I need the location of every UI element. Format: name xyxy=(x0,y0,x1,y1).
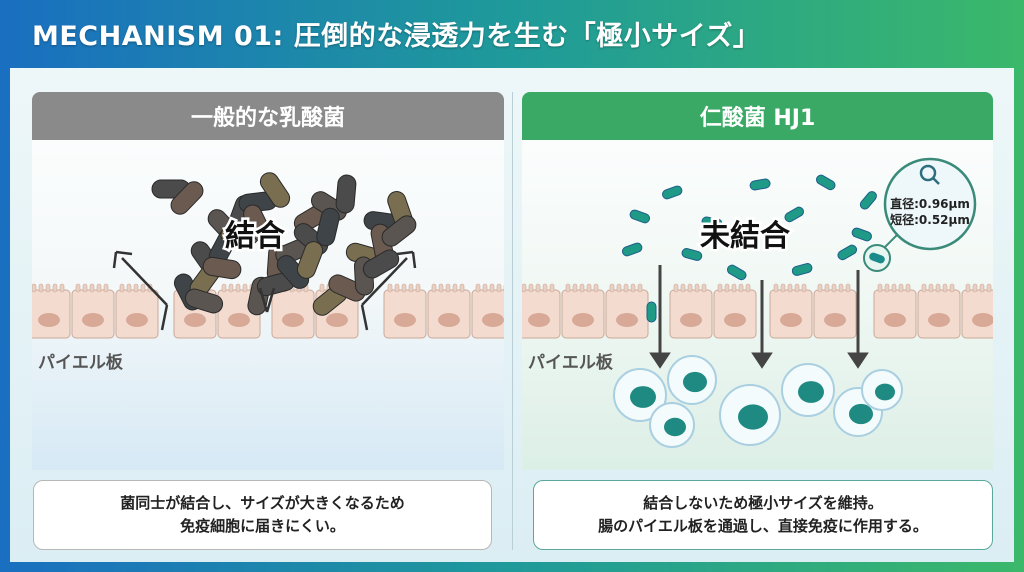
immune-cell xyxy=(613,368,667,422)
right-illustration: 未結合 パイエル板 直径:0.96μm 短径:0.52μm xyxy=(517,157,1005,448)
bacterium xyxy=(335,174,357,214)
caption-line: 免疫細胞に届きにくい。 xyxy=(180,517,345,535)
immune-cell xyxy=(781,363,835,417)
caption-line: 腸のパイエル板を通過し、直接免疫に作用する。 xyxy=(598,517,928,535)
bacterium xyxy=(791,263,813,276)
epithelial-cell xyxy=(873,283,917,339)
pass-arrows xyxy=(649,265,869,369)
right-panel-header: 仁酸菌 HJ1 xyxy=(522,92,993,140)
bacterium xyxy=(726,264,747,281)
major-axis-size: 直径:0.96μm xyxy=(890,196,970,211)
page-title: MECHANISM 01: 圧倒的な浸透力を生む「極小サイズ」 xyxy=(32,21,761,52)
caption-line: 菌同士が結合し、サイズが大きくなるため xyxy=(120,493,405,512)
epithelial-cell xyxy=(769,283,813,339)
bacteria-scattered xyxy=(622,174,877,323)
peyers-patch-label: パイエル板 xyxy=(38,352,124,373)
immune-cell xyxy=(667,355,717,405)
unbound-label: 未結合 xyxy=(700,219,790,254)
left-panel-header: 一般的な乳酸菌 xyxy=(32,92,504,140)
peyers-patch-label: パイエル板 xyxy=(528,352,614,373)
bacterium xyxy=(701,216,723,229)
epithelial-cell xyxy=(471,283,515,339)
bound-label: 結合 xyxy=(225,219,285,254)
bacterium xyxy=(184,288,224,314)
bacterium xyxy=(851,227,872,242)
bacterium xyxy=(202,256,242,280)
bacteria-cluster xyxy=(151,172,417,316)
epithelial-cell xyxy=(517,283,561,339)
epithelial-cell xyxy=(27,283,71,339)
immune-cells xyxy=(613,355,903,448)
magnifier-icon xyxy=(919,164,940,185)
right-caption: 結合しないため極小サイズを維持。 腸のパイエル板を通過し、直接免疫に作用する。 xyxy=(533,480,993,550)
bacterium xyxy=(243,204,271,242)
left-scene: 結合 パイエル板 xyxy=(27,140,515,470)
epithelium-cells xyxy=(517,283,1005,339)
bacterium xyxy=(316,207,340,247)
epithelial-cell xyxy=(383,283,427,339)
bacterium xyxy=(622,242,643,257)
bacterium xyxy=(646,301,657,323)
epithelial-cell xyxy=(961,283,1005,339)
epithelial-cell xyxy=(427,283,471,339)
immune-cell xyxy=(649,402,695,448)
bacterium xyxy=(662,185,683,200)
divider xyxy=(512,92,513,550)
bacterium xyxy=(259,172,291,208)
bacterium xyxy=(859,191,877,210)
epithelial-cell xyxy=(669,283,713,339)
bacterium xyxy=(629,209,650,224)
epithelial-cell xyxy=(71,283,115,339)
bacterium xyxy=(681,248,703,261)
bacterium xyxy=(837,244,858,261)
immune-cell xyxy=(719,384,781,446)
epithelial-cell xyxy=(271,283,315,339)
magnifier-callout: 直径:0.96μm 短径:0.52μm xyxy=(863,157,977,272)
epithelial-cell xyxy=(115,283,159,339)
left-caption: 菌同士が結合し、サイズが大きくなるため 免疫細胞に届きにくい。 xyxy=(33,480,492,550)
deflect-arrows xyxy=(112,250,417,331)
right-scene: 未結合 パイエル板 直径:0.96μm 短径:0.52μm xyxy=(517,140,1005,470)
epithelial-cell xyxy=(605,283,649,339)
bacterium xyxy=(328,274,366,302)
left-illustration: 結合 パイエル板 xyxy=(27,172,515,373)
bacterium xyxy=(170,181,204,215)
immune-cell xyxy=(861,369,903,411)
bacterium xyxy=(749,178,771,191)
epithelial-cell xyxy=(713,283,757,339)
epithelial-cell xyxy=(813,283,857,339)
minor-axis-size: 短径:0.52μm xyxy=(890,212,970,227)
bacterium xyxy=(381,215,417,247)
bacterium xyxy=(815,174,836,191)
caption-line: 結合しないため極小サイズを維持。 xyxy=(643,493,883,512)
bacterium xyxy=(296,241,324,279)
epithelial-cell xyxy=(917,283,961,339)
epithelial-cell xyxy=(561,283,605,339)
bacterium xyxy=(784,206,805,223)
